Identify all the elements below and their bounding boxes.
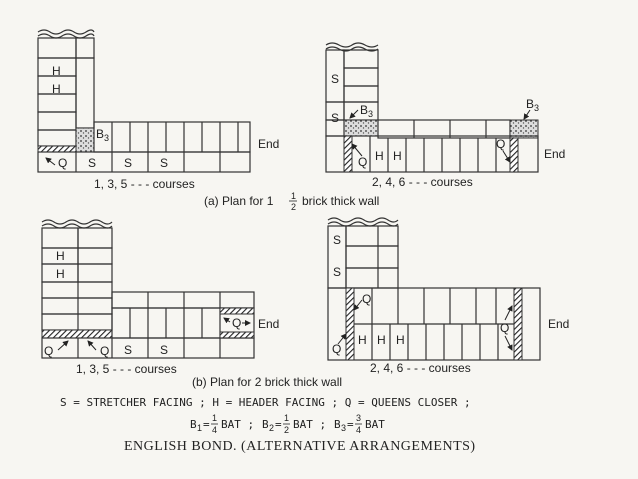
label-q: Q [496,137,505,151]
plan-b-even-courses: S S Q Q H H H Q End 2, 4, 6 - - - course… [327,217,569,375]
label-b3-subscript: 3 [534,103,539,113]
legend-line-1: S = STRETCHER FACING ; H = HEADER FACING… [60,396,471,409]
courses-even-label: 2, 4, 6 - - - courses [370,361,471,375]
label-b3: B [360,103,368,117]
legend-b2: B [262,418,269,431]
legend-bat: BAT ; [221,418,254,431]
label-end: End [258,317,279,331]
label-s: S [124,343,132,357]
plan-a-suffix: brick thick wall [302,194,379,208]
legend: S = STRETCHER FACING ; H = HEADER FACING… [60,396,471,435]
label-s: S [160,156,168,170]
label-end: End [258,137,279,151]
label-q: Q [332,342,341,356]
label-h: H [377,333,386,347]
label-s: S [88,156,96,170]
label-q: Q [362,292,371,306]
legend-eq: = [203,418,210,431]
legend-eq: = [275,418,282,431]
label-s: S [124,156,132,170]
legend-bat: BAT ; [293,418,326,431]
legend-b3-num: 3 [356,413,361,423]
label-q: Q [500,321,509,335]
legend-bat-end: BAT [365,418,385,431]
plan-a-odd-courses: H H B 3 Q S S S End 1, 3, 5 - - - course… [37,29,279,191]
legend-b1: B [190,418,197,431]
label-q: Q [44,344,53,358]
label-h: H [358,333,367,347]
label-b3: B [96,127,104,141]
label-q: Q [58,156,67,170]
label-q: Q [232,316,241,330]
plan-b-odd-courses: H H Q Q S S Q End 1, 3, 5 - - - courses [41,219,279,376]
legend-b1-den: 4 [212,425,217,435]
label-s: S [333,265,341,279]
label-s: S [160,343,168,357]
plan-b-title: (b) Plan for 2 brick thick wall [192,375,342,389]
label-s: S [331,72,339,86]
label-b3: B [526,97,534,111]
label-h: H [56,249,65,263]
courses-odd-label: 1, 3, 5 - - - courses [94,177,195,191]
plan-a-even-courses: S S B 3 B 3 Q H H Q End 2, 4, 6 - - - co… [325,42,565,189]
plan-a-fraction-num: 1 [291,191,296,201]
label-end: End [544,147,565,161]
legend-b2-num: 1 [284,413,289,423]
legend-b3-subscript: 3 [341,423,346,433]
label-h: H [52,64,61,78]
label-q: Q [358,155,367,169]
label-h: H [393,149,402,163]
legend-b1-num: 1 [212,413,217,423]
courses-even-label: 2, 4, 6 - - - courses [372,175,473,189]
legend-b3: B [334,418,341,431]
label-s: S [333,233,341,247]
legend-b3-den: 4 [356,425,361,435]
courses-odd-label: 1, 3, 5 - - - courses [76,362,177,376]
legend-b1-subscript: 1 [197,423,202,433]
label-s: S [331,111,339,125]
label-h: H [396,333,405,347]
plan-a-title: (a) Plan for 1 1 2 brick thick wall [204,191,379,212]
plan-a-fraction-den: 2 [291,202,296,212]
label-end: End [548,317,569,331]
label-h: H [56,267,65,281]
legend-eq: = [347,418,354,431]
legend-b2-subscript: 2 [269,423,274,433]
label-b3-subscript: 3 [104,133,109,143]
label-b3-subscript: 3 [368,109,373,119]
label-h: H [375,149,384,163]
figure-caption: ENGLISH BOND. (ALTERNATIVE ARRANGEMENTS) [124,439,476,454]
label-q: Q [100,344,109,358]
label-h: H [52,82,61,96]
plan-a-prefix: (a) Plan for 1 [204,194,274,208]
legend-b2-den: 2 [284,425,289,435]
